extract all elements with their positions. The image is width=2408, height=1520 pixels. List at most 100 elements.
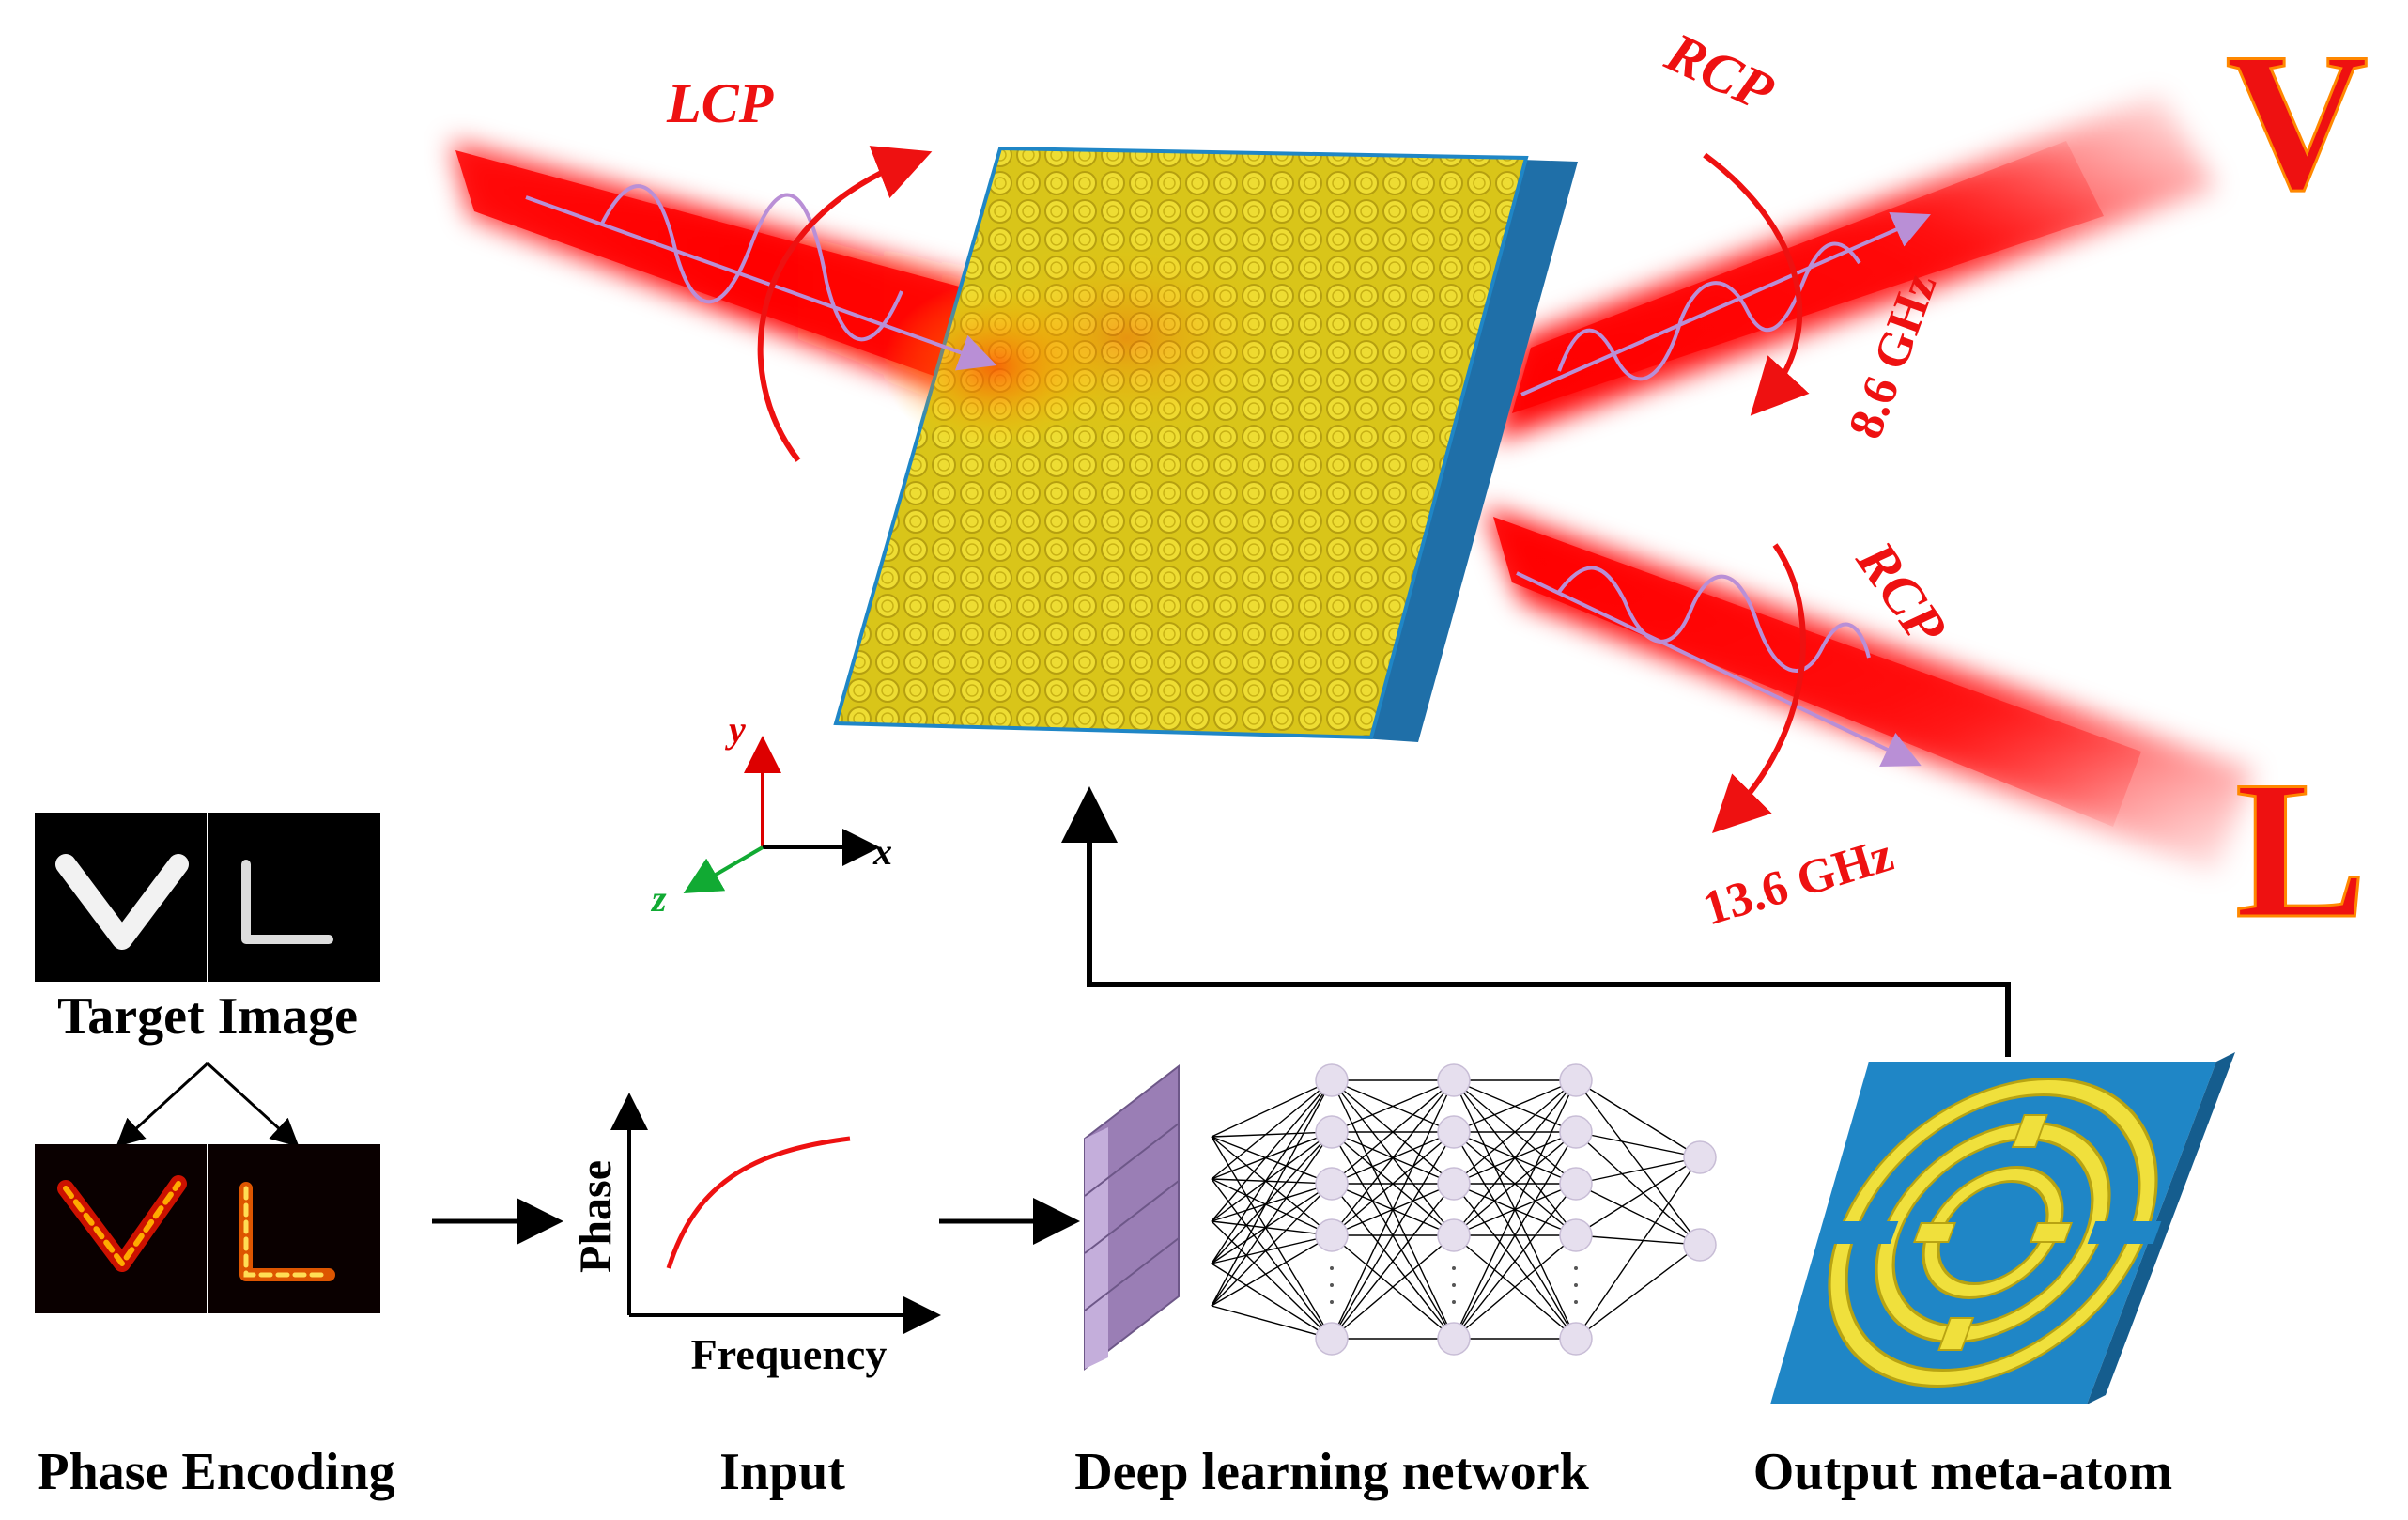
network-edge [1211, 1131, 1333, 1222]
frequency-label-bottom: 13.6 GHz [1697, 828, 1900, 936]
network-edge [1211, 1234, 1333, 1264]
axis-label-x: x [872, 830, 892, 873]
ellipsis-dot [1330, 1283, 1334, 1287]
output-meta-atom [1770, 1052, 2235, 1404]
ellipsis-dot [1330, 1300, 1334, 1304]
ellipsis-dot [1452, 1266, 1456, 1270]
hidden-node [1559, 1218, 1593, 1252]
network-edge [1331, 1079, 1455, 1185]
network-edge [1211, 1136, 1333, 1340]
incident-wave [525, 184, 997, 371]
hidden-node [1437, 1322, 1471, 1356]
network-edge [1331, 1131, 1455, 1236]
network-edge [1211, 1183, 1333, 1264]
ellipsis-dot [1330, 1266, 1334, 1270]
hidden-node [1559, 1115, 1593, 1149]
network-edge [1453, 1079, 1577, 1340]
ellipsis-dot [1574, 1283, 1578, 1287]
stage-label-network: Deep learning network [1074, 1443, 1589, 1501]
network-edge [1211, 1131, 1333, 1307]
hidden-node [1437, 1218, 1471, 1252]
hidden-node [1437, 1115, 1471, 1149]
network-edge [1331, 1183, 1455, 1340]
network-edge [1575, 1131, 1701, 1158]
network-edge [1211, 1178, 1333, 1185]
network-edge [1575, 1156, 1701, 1340]
stage-label-input: Input [719, 1443, 845, 1501]
hologram-letter-v: V [2226, 13, 2369, 231]
network-edge [1575, 1183, 1701, 1246]
network-edge [1453, 1131, 1577, 1236]
reflected-rotation-arrow-top [1703, 152, 1810, 416]
target-letter-l [241, 860, 333, 944]
network-edge [1211, 1183, 1333, 1307]
network-edge [1331, 1234, 1455, 1340]
reflected-beam-top [1493, 94, 2216, 442]
network-edge [1211, 1263, 1333, 1340]
hidden-node [1315, 1167, 1349, 1201]
phase-encoding-image [35, 1144, 380, 1313]
reflected-wave-bottom [1516, 566, 1922, 768]
network-connections [1211, 1079, 1701, 1340]
network-edge [1575, 1244, 1701, 1340]
incident-rotation-arrow [757, 146, 933, 462]
network-edge [1575, 1079, 1701, 1158]
metasurface-substrate-edge [1362, 160, 1578, 742]
network-edge [1453, 1079, 1577, 1133]
feedback-arrow [1061, 786, 2011, 1057]
target-image-label: Target Image [57, 987, 358, 1046]
network-edge [1575, 1234, 1701, 1246]
network-edge [1211, 1178, 1333, 1236]
phase-curve [666, 1136, 851, 1269]
network-edge [1211, 1079, 1333, 1180]
hologram-letter-l: L [2235, 741, 2367, 959]
network-edge [1331, 1079, 1455, 1133]
phase-frequency-plot: Phase Frequency [571, 1093, 941, 1378]
network-edge [1453, 1183, 1577, 1340]
hidden-node [1437, 1167, 1471, 1201]
network-edge [1575, 1131, 1701, 1246]
plot-ylabel: Phase [571, 1160, 621, 1273]
reflected-wave-top [1520, 211, 1931, 396]
target-image [35, 813, 380, 982]
network-edge [1453, 1079, 1577, 1185]
ellipsis-dot [1574, 1266, 1578, 1270]
network-edge [1211, 1079, 1333, 1138]
network-edge [1453, 1234, 1577, 1340]
network-edge [1211, 1136, 1333, 1236]
target-letter-v [55, 854, 189, 950]
network-edge [1453, 1131, 1577, 1340]
network-edge [1211, 1220, 1333, 1236]
network-edge [1211, 1079, 1333, 1307]
coordinate-axes: y x z [650, 708, 892, 920]
metasurface [833, 146, 1578, 742]
reflected-beam-bottom [1484, 507, 2254, 874]
output-node [1683, 1228, 1717, 1262]
network-edge [1211, 1131, 1333, 1180]
ellipsis-dot [1452, 1283, 1456, 1287]
hidden-node [1315, 1115, 1349, 1149]
hidden-node [1315, 1218, 1349, 1252]
network-edge [1453, 1079, 1577, 1236]
incident-beam [451, 141, 996, 413]
output-node [1683, 1140, 1717, 1174]
network-edge [1211, 1305, 1333, 1340]
network-edge [1575, 1156, 1701, 1236]
input-layer-block [1084, 1063, 1180, 1372]
hidden-node [1559, 1063, 1593, 1097]
incident-polarization-label: LCP [666, 72, 775, 134]
hidden-node [1315, 1063, 1349, 1097]
network-edge [1211, 1234, 1333, 1307]
hidden-node [1315, 1322, 1349, 1356]
ellipsis-dot [1574, 1300, 1578, 1304]
network-edge [1211, 1183, 1333, 1222]
deep-learning-network [1084, 1063, 1717, 1372]
reflected-rotation-arrow-bottom [1712, 543, 1806, 833]
network-edge [1331, 1079, 1455, 1236]
hidden-node [1437, 1063, 1471, 1097]
reflected-polarization-label-top: RCP [1657, 21, 1784, 124]
hidden-node [1559, 1167, 1593, 1201]
network-edge [1575, 1156, 1701, 1185]
axis-label-y: y [725, 708, 746, 751]
